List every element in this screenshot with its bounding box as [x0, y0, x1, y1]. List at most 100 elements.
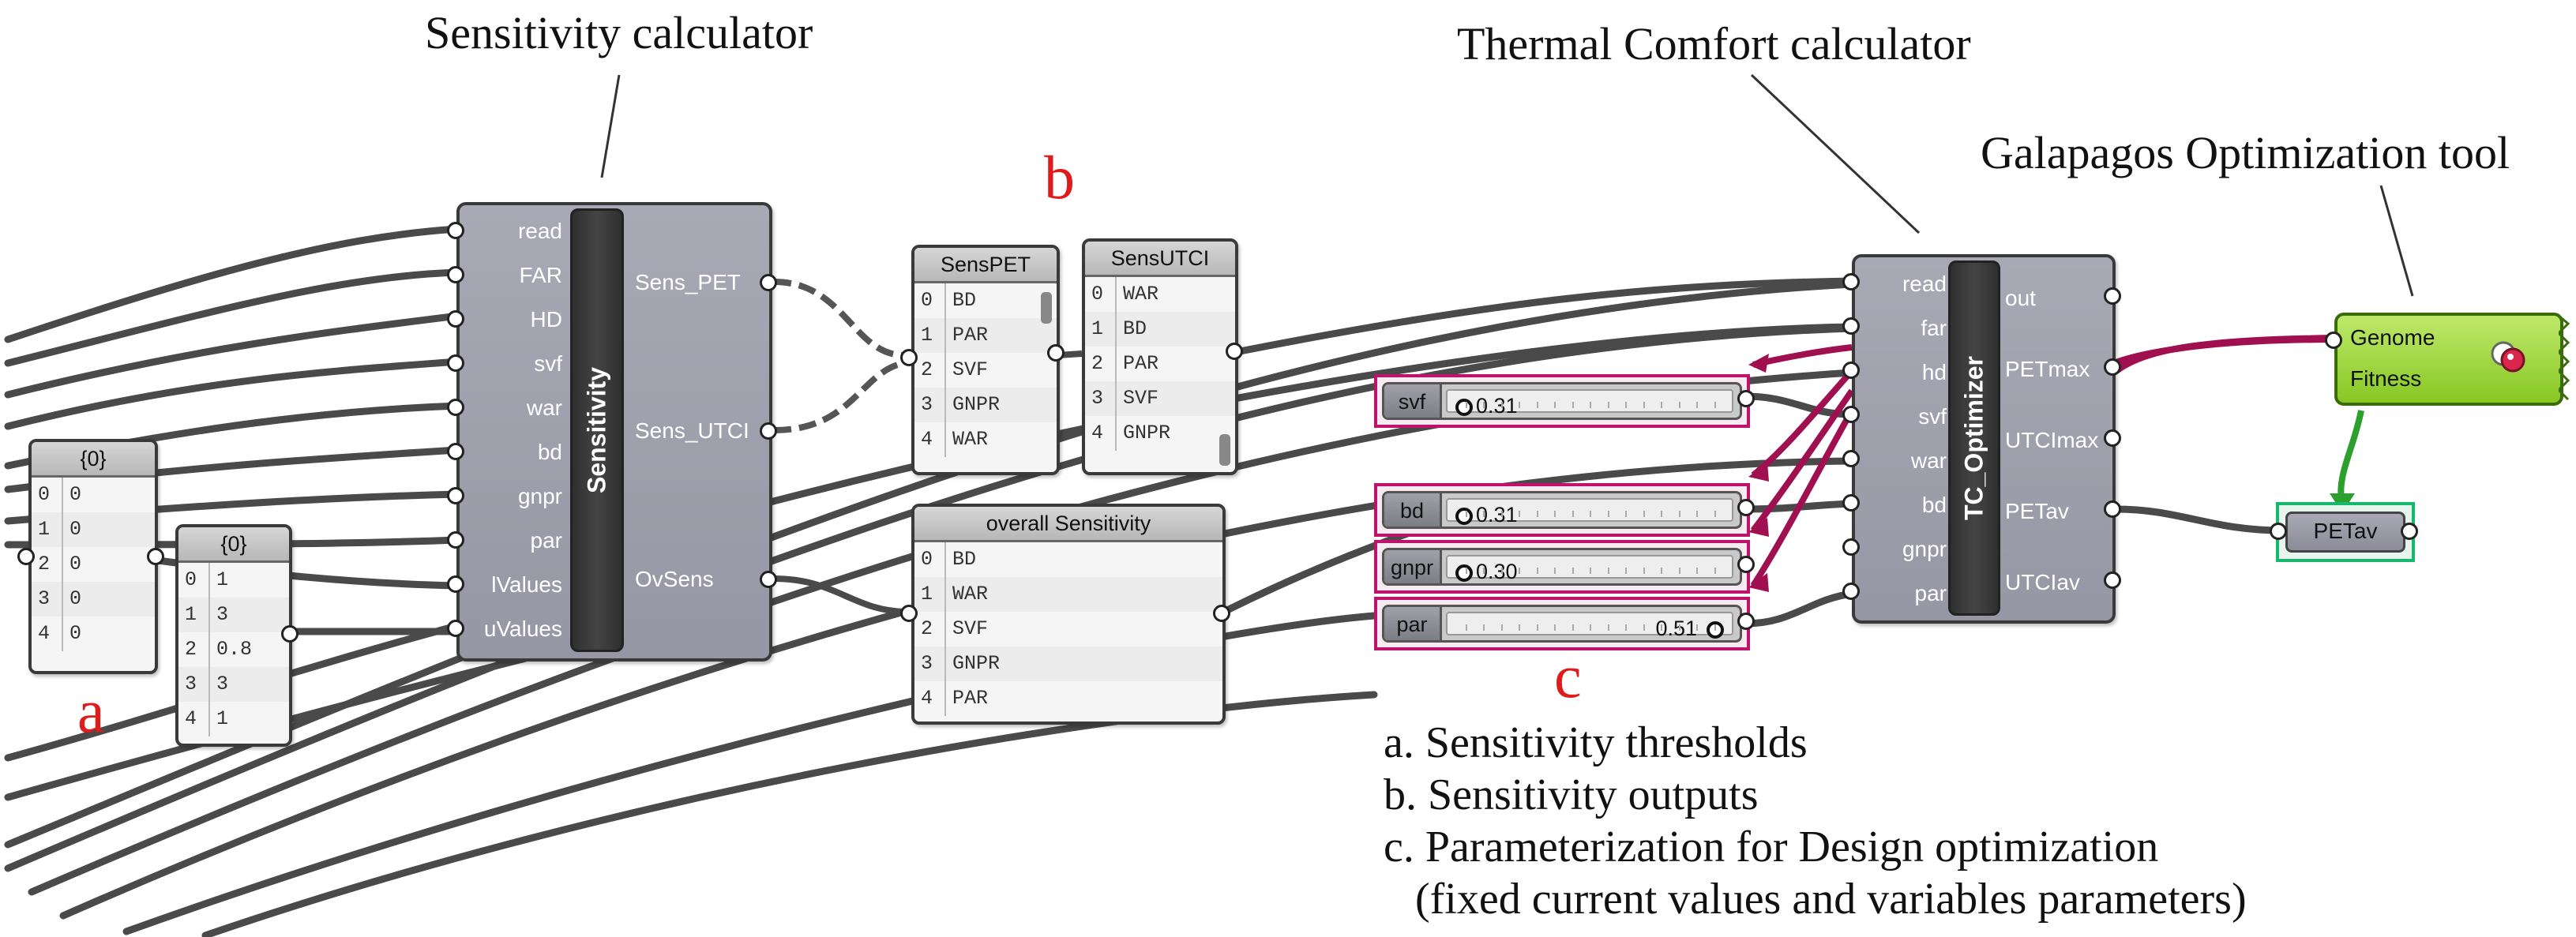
input-grip[interactable]	[1842, 406, 1860, 423]
tc-optimizer-core: TC_Optimizer	[1948, 260, 2000, 616]
input-grip[interactable]	[447, 620, 464, 637]
row-index: 2	[921, 617, 933, 640]
input-par: par	[530, 528, 562, 553]
output-grip[interactable]	[2104, 287, 2121, 305]
output-utciav: UTCIav	[2005, 570, 2080, 594]
input-grip[interactable]	[900, 605, 918, 622]
input-grip[interactable]	[447, 575, 464, 593]
output-grip[interactable]	[2104, 500, 2121, 518]
input-grip[interactable]	[447, 354, 464, 372]
galapagos-component[interactable]: Genome Fitness	[2334, 313, 2570, 406]
input-grip[interactable]	[1842, 494, 1860, 512]
slider-track[interactable]: 0.31	[1446, 498, 1733, 527]
input-grip[interactable]	[1842, 538, 1860, 556]
petav-param[interactable]: PETav	[2285, 512, 2405, 553]
slider-tick	[1625, 624, 1627, 631]
output-grip[interactable]	[1737, 613, 1755, 630]
legend-item-c: c. Parameterization for Design optimizat…	[1384, 823, 2159, 871]
slider-knob[interactable]	[1455, 508, 1473, 525]
output-grip[interactable]	[1226, 343, 1243, 360]
input-uvalues: uValues	[483, 617, 562, 641]
input-grip[interactable]	[1842, 583, 1860, 600]
input-grip[interactable]	[1842, 273, 1860, 290]
sensitivity-component[interactable]: read FAR HD svf war bd gnpr par lValues …	[456, 202, 772, 662]
output-grip[interactable]	[2104, 358, 2121, 376]
tc-optimizer-component[interactable]: read far hd svf war bd gnpr par TC_Optim…	[1852, 254, 2116, 624]
number-slider-bd[interactable]: bd 0.31	[1382, 491, 1742, 529]
number-slider-par[interactable]: par 0.51	[1382, 605, 1742, 643]
input-grip[interactable]	[447, 222, 464, 239]
slider-knob[interactable]	[1455, 564, 1473, 582]
input-grip[interactable]	[447, 487, 464, 504]
input-hd: HD	[530, 307, 562, 332]
input-grip[interactable]	[1842, 450, 1860, 467]
input-grip[interactable]	[1842, 362, 1860, 379]
output-grip[interactable]	[2104, 572, 2121, 589]
slider-tick	[1572, 568, 1574, 574]
output-grip[interactable]	[1737, 499, 1755, 516]
row-index: 4	[1091, 422, 1104, 444]
input-grip[interactable]	[2270, 523, 2287, 540]
output-grip[interactable]	[760, 422, 777, 440]
output-grip[interactable]	[760, 571, 777, 588]
output-grip[interactable]	[147, 548, 164, 565]
legend-item-b: b. Sensitivity outputs	[1384, 770, 1759, 819]
wire	[2112, 505, 2286, 534]
input-grip[interactable]	[900, 349, 918, 366]
slider-tick	[1554, 402, 1556, 408]
input-grip[interactable]	[447, 310, 464, 328]
output-grip[interactable]	[1737, 556, 1755, 573]
output-out: out	[2005, 286, 2036, 310]
row-value: BD	[944, 542, 976, 577]
slider-tick	[1714, 511, 1716, 517]
slider-tick	[1608, 624, 1609, 631]
output-grip[interactable]	[2104, 429, 2121, 447]
number-slider-svf[interactable]: svf 0.31	[1382, 382, 1742, 420]
panel-scrollbar[interactable]	[1041, 292, 1052, 324]
slider-knob[interactable]	[1455, 399, 1473, 416]
wire	[4, 324, 1856, 872]
slider-label: bd	[1384, 493, 1442, 527]
output-grip[interactable]	[1737, 390, 1755, 407]
slider-tick	[1519, 402, 1520, 408]
slider-track[interactable]: 0.31	[1446, 389, 1733, 418]
input-par: par	[1914, 581, 1947, 605]
output-grip[interactable]	[760, 274, 777, 291]
input-grip[interactable]	[447, 399, 464, 416]
slider-track[interactable]: 0.51	[1446, 612, 1733, 640]
slider-track[interactable]: 0.30	[1446, 555, 1733, 583]
panel-scrollbar[interactable]	[1219, 434, 1230, 466]
panel-header: overall Sensitivity	[914, 507, 1222, 542]
output-grip[interactable]	[281, 625, 299, 643]
output-grip[interactable]	[1213, 605, 1230, 622]
output-grip[interactable]	[2401, 523, 2418, 540]
input-grip[interactable]	[17, 548, 35, 565]
genome-grip[interactable]	[2325, 332, 2342, 349]
output-utcimax: UTCImax	[2005, 428, 2099, 452]
output-grip[interactable]	[1047, 344, 1065, 362]
input-grip[interactable]	[447, 531, 464, 549]
sensitivity-core: Sensitivity	[570, 208, 624, 652]
arrowhead	[1748, 463, 1769, 482]
input-grip[interactable]	[1842, 317, 1860, 335]
number-slider-gnpr[interactable]: gnpr 0.30	[1382, 548, 1742, 586]
input-gnpr: gnpr	[517, 484, 562, 508]
row-value: PAR	[944, 318, 988, 353]
slider-tick	[1466, 511, 1467, 517]
input-grip[interactable]	[447, 443, 464, 460]
input-grip[interactable]	[447, 266, 464, 283]
row-value: 1	[208, 702, 228, 736]
